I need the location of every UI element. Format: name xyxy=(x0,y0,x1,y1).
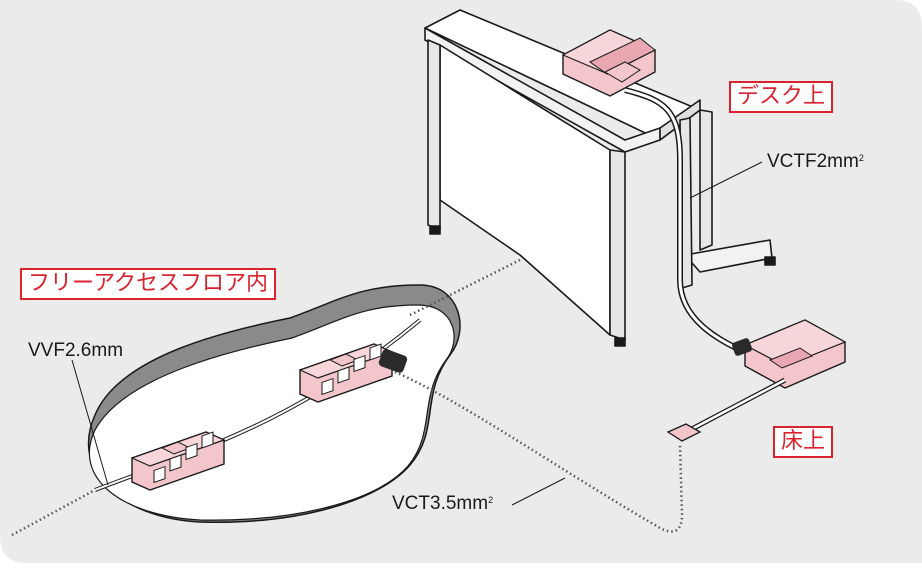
cable-connector-underfloor xyxy=(378,349,408,373)
callout-vct-sup: 2 xyxy=(488,495,494,505)
callout-vctf-sup: 2 xyxy=(858,153,864,163)
callout-vct: VCT3.5mm2 xyxy=(392,493,493,515)
callout-vctf: VCTF2mm2 xyxy=(767,151,864,173)
callout-vvf: VVF2.6mm xyxy=(28,340,123,362)
label-floor-top: 床上 xyxy=(773,426,834,458)
callout-vvf-text: VVF2.6mm xyxy=(28,340,124,361)
desk xyxy=(424,9,776,347)
floor-plate xyxy=(666,423,702,442)
floor-outlet xyxy=(731,319,847,389)
label-raised-floor: フリーアクセスフロア内 xyxy=(20,268,277,300)
leader-lines xyxy=(71,161,763,506)
label-desk-top: デスク上 xyxy=(729,81,834,113)
desk-outlet xyxy=(561,29,657,97)
callout-vct-text: VCT3.5mm xyxy=(392,493,489,514)
callout-vctf-text: VCTF2mm xyxy=(767,151,859,172)
